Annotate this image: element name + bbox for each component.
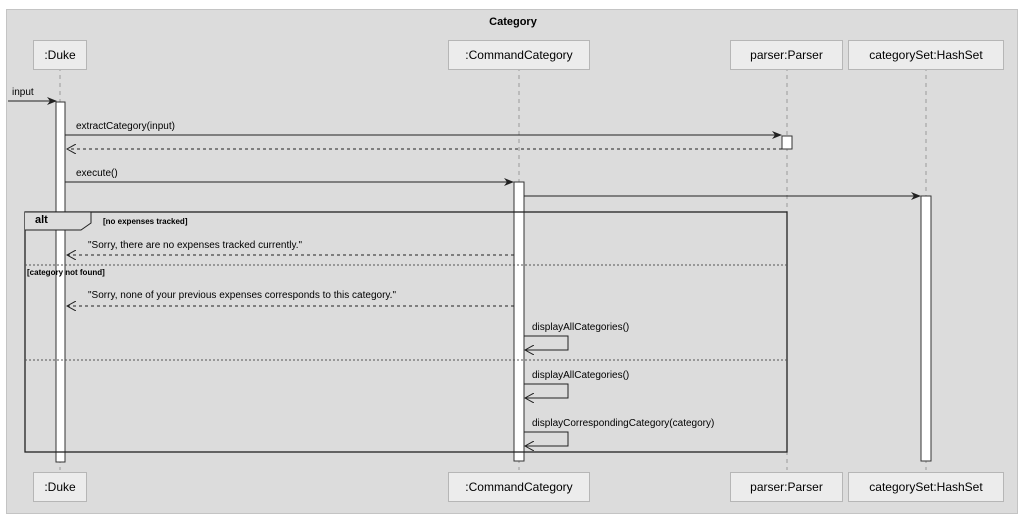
- arrow-self-display-corresponding: [524, 431, 569, 446]
- label-execute: execute(): [76, 168, 118, 179]
- guard-no-expenses: [no expenses tracked]: [103, 217, 188, 226]
- label-input: input: [12, 87, 34, 98]
- label-display-corresponding: displayCorrespondingCategory(category): [532, 418, 715, 429]
- activation-bars: [55, 101, 932, 463]
- label-display-all-1: displayAllCategories(): [532, 322, 630, 333]
- participant-command-top: :CommandCategory: [448, 40, 590, 70]
- label-display-all-2: displayAllCategories(): [532, 370, 630, 381]
- participant-hashset-bottom: categorySet:HashSet: [848, 472, 1004, 502]
- activation-hashset: [920, 195, 932, 462]
- participant-parser-top: parser:Parser: [730, 40, 843, 70]
- diagram-title: Category: [489, 16, 537, 28]
- alt-fragment: [24, 211, 788, 453]
- participant-duke-top: :Duke: [33, 40, 87, 70]
- activation-command: [513, 181, 525, 462]
- guard-category-not-found: [category not found]: [27, 268, 105, 277]
- arrow-self-display-all-1: [524, 335, 569, 350]
- lifelines: [59, 67, 927, 470]
- arrow-self-display-all-2: [524, 383, 569, 398]
- label-sorry-not-found: "Sorry, none of your previous expenses c…: [88, 290, 396, 301]
- label-sorry-none: "Sorry, there are no expenses tracked cu…: [88, 240, 303, 251]
- participant-duke-bottom: :Duke: [33, 472, 87, 502]
- diagram-frame: Category: [6, 9, 1018, 514]
- alt-keyword: alt: [35, 214, 48, 226]
- participant-parser-bottom: parser:Parser: [730, 472, 843, 502]
- label-extract-category: extractCategory(input): [76, 121, 175, 132]
- participant-command-bottom: :CommandCategory: [448, 472, 590, 502]
- activation-duke: [55, 101, 66, 463]
- activation-parser: [781, 135, 793, 150]
- participant-hashset-top: categorySet:HashSet: [848, 40, 1004, 70]
